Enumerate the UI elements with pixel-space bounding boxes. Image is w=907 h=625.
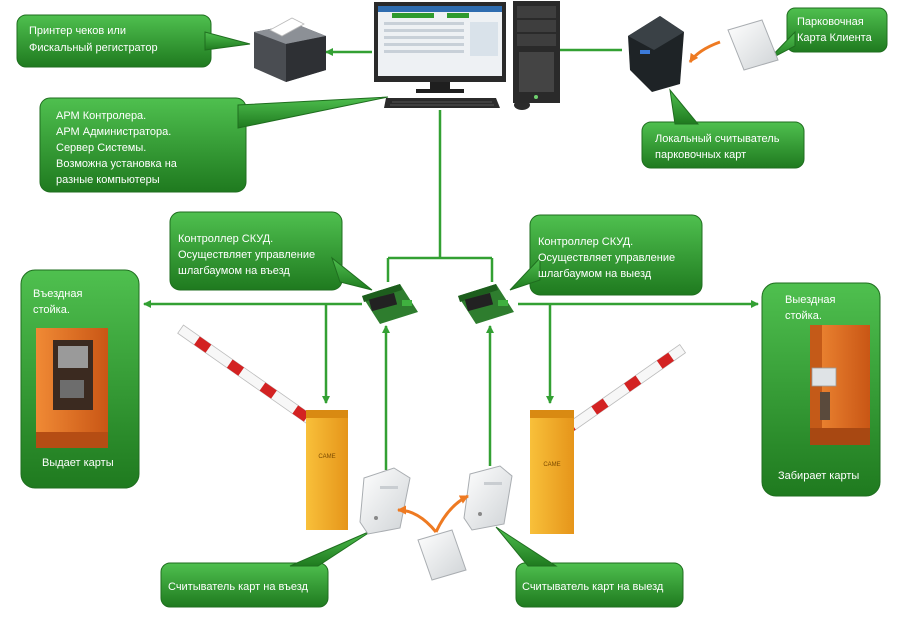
callout-pointer — [495, 526, 558, 567]
callout-pointer — [330, 256, 373, 291]
callout-local-reader-line-2: парковочных карт — [655, 149, 746, 161]
callout-parking-card: Парковочная Карта Клиента — [767, 7, 888, 61]
callout-arm-line-4: Возможна установка на — [56, 158, 178, 170]
callout-controller-entry-line-3: шлагбаумом на въезд — [178, 265, 290, 277]
callout-pointer — [204, 31, 251, 51]
card-swipe-arrow — [688, 40, 721, 63]
callout-printer-line-2: Фискальный регистратор — [29, 42, 158, 54]
callout-reader-exit-text: Считыватель карт на выезд — [522, 581, 664, 593]
callout-reader-exit: Считыватель карт на выезд — [495, 526, 684, 608]
callout-arm-line-1: АРМ Контролера. — [56, 110, 146, 122]
callout-controller-entry-line-1: Контроллер СКУД. — [178, 233, 273, 245]
callout-reader-entry-text: Считыватель карт на въезд — [168, 581, 309, 593]
callout-controller-exit-line-1: Контроллер СКУД. — [538, 236, 633, 248]
entry-stand-line-1: Въездная — [33, 288, 83, 300]
barrier-brand: CAME — [318, 454, 335, 460]
callout-arm-line-5: разные компьютеры — [56, 174, 160, 186]
callout-arm-line-3: Сервер Системы. — [56, 142, 146, 154]
callout-reader-entry: Считыватель карт на въезд — [160, 529, 374, 608]
entry-stand-caption: Выдает карты — [42, 457, 114, 469]
card-reader-icon — [628, 16, 684, 92]
exit-stand-line-2: стойка. — [785, 310, 822, 322]
callout-parking-card-line-2: Карта Клиента — [797, 32, 873, 44]
barrier-brand: CAME — [543, 462, 560, 468]
stand-icon — [810, 325, 870, 445]
stand-icon — [36, 328, 108, 448]
card-reader-icon — [359, 467, 411, 535]
connectors — [143, 46, 759, 470]
callout-controller-exit: Контроллер СКУД. Осуществляет управление… — [509, 214, 703, 296]
callout-parking-card-line-1: Парковочная — [797, 16, 864, 28]
callout-printer-line-1: Принтер чеков или — [29, 25, 126, 37]
callout-pointer — [669, 88, 700, 125]
controller-board-icon — [362, 284, 418, 324]
callout-arm: АРМ Контролера. АРМ Администратора. Серв… — [39, 96, 389, 193]
callout-controller-exit-line-3: шлагбаумом на выезд — [538, 268, 652, 280]
card-reader-icon — [463, 465, 513, 531]
exit-stand-line-1: Выездная — [785, 294, 836, 306]
callout-pointer — [289, 529, 374, 567]
entry-stand-line-2: стойка. — [33, 304, 70, 316]
printer-icon — [254, 17, 326, 82]
barrier-icon: CAME — [530, 343, 687, 534]
barrier-icon: CAME — [177, 324, 348, 530]
exit-stand-caption: Забирает карты — [778, 470, 859, 482]
callout-controller-entry: Контроллер СКУД. Осуществляет управление… — [169, 211, 373, 291]
controller-board-icon — [458, 284, 514, 324]
callout-controller-entry-line-2: Осуществляет управление — [178, 249, 315, 261]
callout-pointer — [237, 96, 389, 129]
callout-entry-stand: Въездная стойка. Выдает карты — [20, 269, 140, 489]
card-icon — [727, 19, 779, 71]
card-swipe-arrow — [397, 505, 438, 533]
callout-controller-exit-line-2: Осуществляет управление — [538, 252, 675, 264]
computer-icon — [513, 1, 560, 103]
keyboard-icon — [384, 98, 500, 108]
callout-local-reader-line-1: Локальный считыватель — [655, 133, 780, 145]
monitor-icon — [374, 2, 506, 93]
callout-printer: Принтер чеков или Фискальный регистратор — [16, 14, 251, 68]
card-icon — [417, 529, 467, 581]
card-swipe-arrow — [434, 494, 469, 533]
callout-pointer — [509, 256, 541, 291]
callout-local-reader: Локальный считыватель парковочных карт — [641, 88, 805, 169]
callout-arm-line-2: АРМ Администратора. — [56, 126, 171, 138]
callout-exit-stand: Выездная стойка. Забирает карты — [761, 282, 881, 497]
